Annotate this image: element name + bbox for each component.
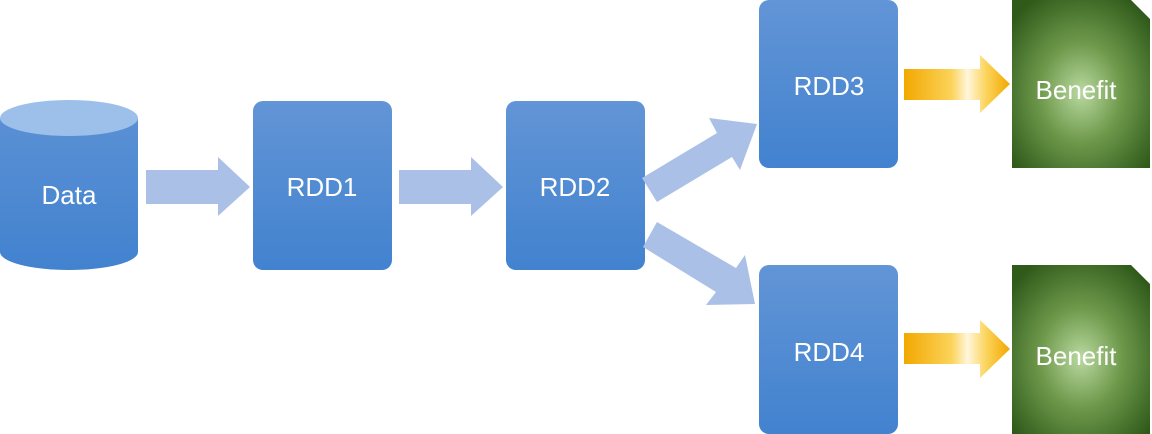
benefit-box-bottom: Benefit xyxy=(1012,265,1150,434)
rdd3-box: RDD3 xyxy=(759,0,898,168)
data-label: Data xyxy=(42,180,97,210)
rdd4-label: RDD4 xyxy=(794,337,865,367)
rdd1-label: RDD1 xyxy=(287,172,358,202)
arrow-data-to-rdd1 xyxy=(146,157,250,216)
benefit-bottom-label: Benefit xyxy=(1036,341,1118,371)
rdd4-box: RDD4 xyxy=(759,265,898,434)
rdd2-label: RDD2 xyxy=(540,172,611,202)
benefit-top-label: Benefit xyxy=(1036,75,1118,105)
data-cylinder: Data xyxy=(0,100,138,270)
rdd1-box: RDD1 xyxy=(253,101,392,270)
arrow-rdd2-to-rdd4 xyxy=(643,222,755,305)
arrow-rdd2-to-rdd3 xyxy=(642,118,757,202)
rdd2-box: RDD2 xyxy=(506,101,645,270)
arrow-rdd3-to-benefit xyxy=(904,55,1010,113)
rdd3-label: RDD3 xyxy=(794,71,865,101)
arrow-rdd1-to-rdd2 xyxy=(399,157,503,216)
benefit-box-top: Benefit xyxy=(1012,0,1150,168)
arrow-rdd4-to-benefit xyxy=(904,320,1010,378)
